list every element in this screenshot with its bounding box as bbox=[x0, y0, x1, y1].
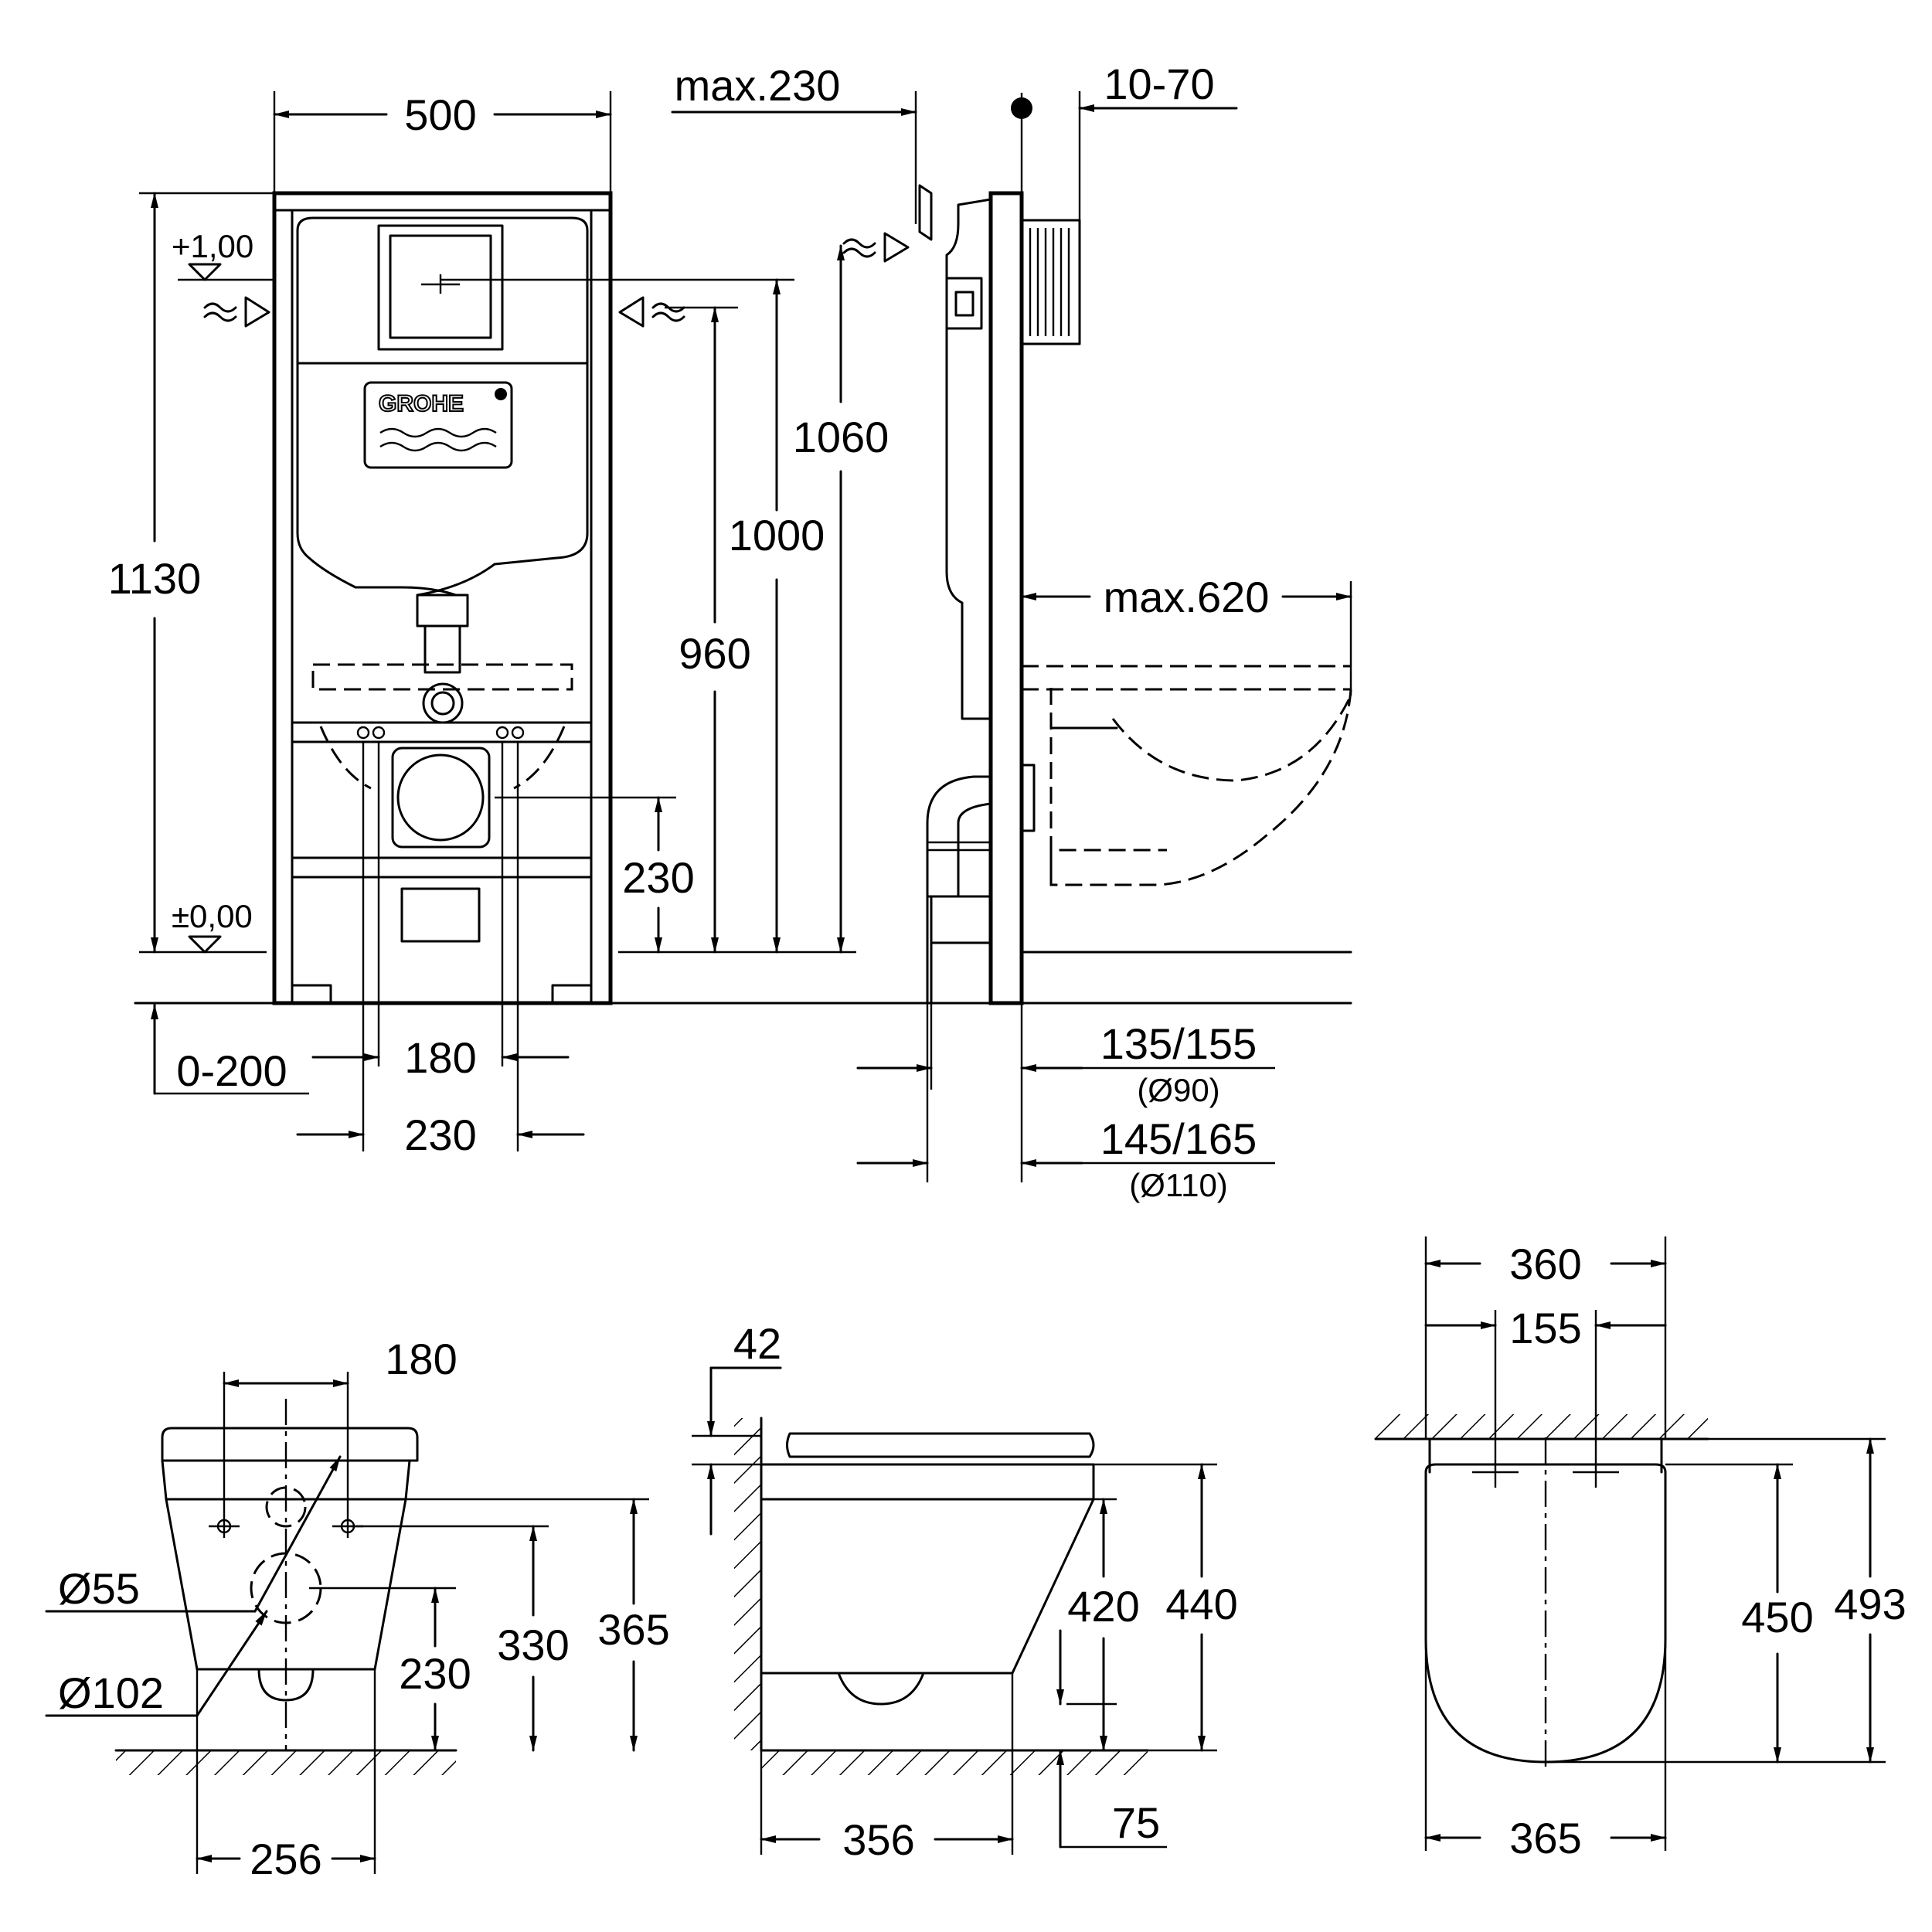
outlet-bend bbox=[391, 747, 491, 849]
side-frame-post bbox=[988, 191, 1024, 1005]
max-230-label: max.230 bbox=[675, 61, 841, 110]
pan-top-view: 360 155 450 493 365 bbox=[1374, 1236, 1906, 1862]
pan-side-420-label: 420 bbox=[1067, 1582, 1139, 1631]
frame-outline bbox=[272, 191, 613, 1005]
frame-side-view: max.230 10-70 max.620 135/155 (Ø90) 145/… bbox=[671, 60, 1352, 1203]
seat-gap-42-label: 42 bbox=[733, 1319, 781, 1368]
pan-side-440-label: 440 bbox=[1165, 1580, 1237, 1628]
height-1000-label: 1000 bbox=[729, 511, 825, 560]
height-960-label: 960 bbox=[679, 629, 750, 678]
brand-logo-text: GROHE bbox=[379, 391, 464, 417]
pan-dia-55-label: Ø55 bbox=[58, 1564, 140, 1613]
top-bolt-155-label: 155 bbox=[1509, 1304, 1581, 1352]
pan-offset-75-label: 75 bbox=[1112, 1798, 1160, 1847]
frame-front-view: GROHE +1,00 bbox=[108, 90, 1352, 1159]
dist-145-165-label: 145/165 bbox=[1100, 1114, 1257, 1163]
cistern-top bbox=[296, 216, 589, 365]
dia-110-label: (Ø110) bbox=[1129, 1167, 1228, 1203]
pan-height-330-label: 330 bbox=[497, 1621, 569, 1669]
pan-front-view: 180 Ø55 Ø102 230 330 365 256 bbox=[45, 1335, 670, 1883]
side-seat-lid bbox=[786, 1432, 1095, 1458]
height-1060-label: 1060 bbox=[793, 413, 889, 461]
level-zero-label: ±0,00 bbox=[172, 898, 253, 934]
seat-lid bbox=[161, 1427, 419, 1462]
range-10-70-label: 10-70 bbox=[1104, 60, 1214, 108]
pan-top-outline bbox=[1424, 1463, 1667, 1764]
pan-width-256-label: 256 bbox=[250, 1835, 321, 1883]
top-height-450-label: 450 bbox=[1741, 1593, 1813, 1641]
bolt-inner-180-label: 180 bbox=[404, 1033, 476, 1082]
pan-height-365-label: 365 bbox=[597, 1605, 669, 1654]
height-230-label: 230 bbox=[622, 853, 694, 902]
height-1130-label: 1130 bbox=[108, 554, 201, 603]
top-width-365-label: 365 bbox=[1509, 1814, 1581, 1862]
pan-depth-356-label: 356 bbox=[842, 1815, 914, 1864]
dia-90-label: (Ø90) bbox=[1137, 1072, 1219, 1108]
flush-plate-mount bbox=[377, 224, 504, 351]
bolt-outer-230-label: 230 bbox=[404, 1111, 476, 1159]
top-width-360-label: 360 bbox=[1509, 1240, 1581, 1288]
max-620-label: max.620 bbox=[1104, 573, 1270, 621]
level-top-label: +1,00 bbox=[172, 228, 253, 264]
width-500-label: 500 bbox=[404, 90, 476, 139]
top-height-493-label: 493 bbox=[1834, 1580, 1906, 1628]
flush-actuator bbox=[918, 184, 933, 241]
outlet-pipe bbox=[400, 887, 481, 943]
pan-bolt-180-label: 180 bbox=[385, 1335, 457, 1383]
brand-badge bbox=[363, 381, 513, 469]
pan-dia-102-label: Ø102 bbox=[58, 1668, 164, 1717]
pan-side-view: 42 420 440 356 75 bbox=[692, 1319, 1238, 1864]
wall-panel bbox=[1020, 219, 1081, 345]
floor-adjust-label: 0-200 bbox=[176, 1046, 287, 1095]
pan-height-230-label: 230 bbox=[399, 1649, 471, 1698]
dist-135-155-label: 135/155 bbox=[1100, 1019, 1257, 1068]
